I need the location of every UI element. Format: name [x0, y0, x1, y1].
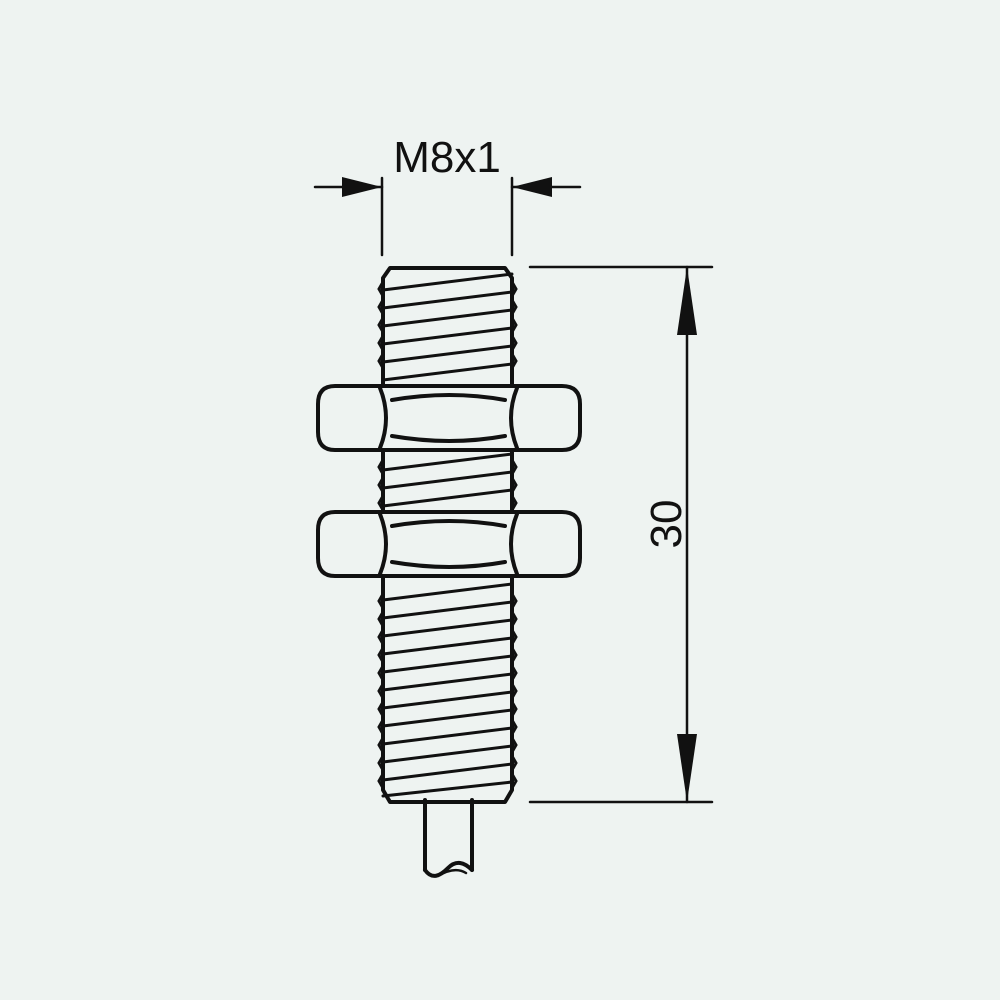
- thread-lines-bottom: [381, 582, 514, 798]
- dimension-arrow-right: [512, 177, 552, 197]
- nut-face-edge-left: [378, 386, 388, 450]
- thread-lines-top: [381, 272, 514, 382]
- cable: [423, 798, 474, 878]
- thread-size-label: M8x1: [393, 133, 501, 182]
- nut-chamfer-bottom: [390, 434, 507, 443]
- thread-edge-right-top: [510, 280, 518, 370]
- nut-face-edge-left: [378, 512, 388, 576]
- dimension-arrow-top: [677, 267, 697, 335]
- length-dimension: 30: [528, 265, 714, 804]
- nut-face-edge-right: [509, 512, 519, 576]
- nut-chamfer-top: [390, 519, 507, 528]
- length-label: 30: [642, 500, 691, 549]
- cable-break-detail: [436, 868, 468, 878]
- thread-edge-left-top: [377, 280, 385, 370]
- hex-nut-upper: [316, 384, 582, 452]
- thread-edge-left-middle: [377, 458, 385, 512]
- nut-face-edge-right: [509, 386, 519, 450]
- thread-edge-left-bottom: [377, 592, 385, 790]
- nut-chamfer-top: [390, 393, 507, 402]
- cable-break-line: [423, 861, 474, 878]
- thread-edge-right-middle: [510, 458, 518, 512]
- hex-nut-lower: [316, 510, 582, 578]
- thread-diameter-dimension: M8x1: [313, 133, 582, 257]
- thread-edge-right-bottom: [510, 592, 518, 790]
- thread-lines-middle: [381, 452, 514, 508]
- threaded-body: [377, 266, 518, 804]
- nut-chamfer-bottom: [390, 560, 507, 569]
- dimension-arrow-bottom: [677, 734, 697, 802]
- dimension-arrow-left: [342, 177, 382, 197]
